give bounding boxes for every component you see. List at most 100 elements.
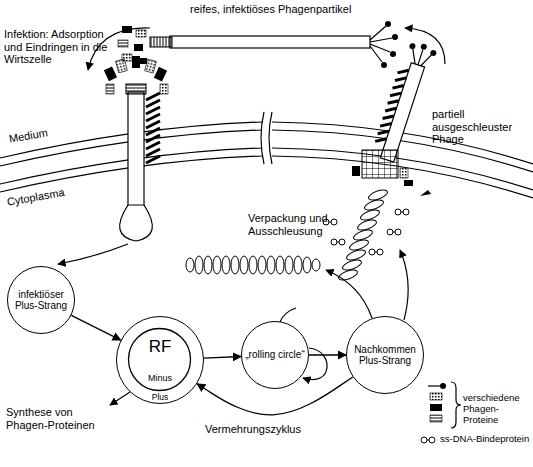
inner-membrane-line bbox=[272, 148, 533, 190]
coat-protein bbox=[352, 166, 360, 176]
coil-turn bbox=[267, 256, 275, 274]
coat-protein bbox=[145, 59, 157, 73]
annotation-label: Synthese von Phagen-Proteinen bbox=[6, 406, 116, 431]
knob-sample bbox=[440, 383, 446, 389]
dna-circle: RF MinusPlus bbox=[116, 316, 204, 404]
annotation-label: Medium bbox=[8, 123, 69, 146]
ssdna-binding-protein bbox=[387, 229, 401, 235]
coil-turn bbox=[213, 256, 221, 274]
ssdna-binding-protein bbox=[395, 209, 409, 215]
ssdna-binding-protein bbox=[369, 249, 383, 255]
inner-membrane-line bbox=[272, 156, 533, 198]
node-text: „rolling circle“ bbox=[242, 349, 307, 360]
coil-turn bbox=[258, 256, 266, 274]
mature-phage bbox=[118, 21, 398, 68]
ssdna-binding-protein bbox=[331, 239, 345, 245]
injection-arrow bbox=[58, 244, 128, 264]
flow-connector bbox=[309, 354, 346, 355]
protein-sample bbox=[430, 415, 442, 422]
coil-turn bbox=[222, 256, 230, 274]
coat-protein bbox=[134, 44, 143, 51]
coil-turn bbox=[186, 258, 194, 272]
flow-connector bbox=[71, 315, 120, 340]
coat-protein bbox=[154, 67, 167, 82]
coat-protein bbox=[106, 84, 114, 94]
dna-circle: Nachkommen Plus-Strang bbox=[346, 316, 424, 394]
ssdna-binding-sample bbox=[421, 437, 435, 443]
edge-label: Vermehrungszyklus bbox=[205, 423, 315, 436]
extruding-phage bbox=[371, 39, 438, 165]
coat-protein bbox=[136, 30, 146, 37]
phage-body bbox=[128, 92, 144, 210]
packaging-complex bbox=[337, 188, 389, 282]
legend-text: ss-DNA-Bindeprotein bbox=[440, 434, 533, 445]
legend-text: verschiedene Phagen-Proteine bbox=[463, 393, 533, 426]
displaced-strand bbox=[280, 308, 296, 322]
coil-turn bbox=[312, 259, 320, 271]
annotation-label: Cytoplasma bbox=[6, 182, 87, 208]
packaging-arrow bbox=[326, 270, 372, 318]
annotation-label: partiell ausgeschleuster Phage bbox=[432, 108, 532, 146]
inner-strand-ring bbox=[117, 317, 202, 402]
coil-turn bbox=[231, 256, 239, 274]
flow-connector bbox=[204, 356, 241, 358]
release-arrow bbox=[405, 28, 445, 64]
knob-sample bbox=[428, 385, 440, 386]
node-text: RF bbox=[117, 337, 203, 356]
dna-circle: infektiöser Plus-Strang bbox=[7, 266, 75, 334]
coil-turn bbox=[276, 256, 284, 274]
knob-protein bbox=[385, 21, 391, 27]
break-mark bbox=[269, 112, 272, 164]
coil-turn bbox=[285, 256, 293, 274]
coat-protein bbox=[404, 180, 413, 186]
node-text: infektiöser Plus-Strang bbox=[8, 289, 74, 311]
synthesis-arrow bbox=[110, 392, 130, 405]
coat-protein bbox=[104, 66, 117, 81]
protein-sample bbox=[430, 404, 442, 411]
coat-protein bbox=[118, 40, 128, 47]
phage-bulb bbox=[120, 205, 153, 241]
coil-turn bbox=[294, 256, 302, 274]
coat-hatching bbox=[146, 93, 160, 163]
coil-turn bbox=[337, 268, 359, 282]
break-mark bbox=[261, 112, 264, 164]
knob-protein bbox=[392, 34, 398, 40]
coat-protein bbox=[160, 84, 168, 94]
phage-end bbox=[150, 37, 172, 47]
annotation-label: reifes, infektiöses Phagenpartikel bbox=[190, 3, 400, 16]
coil-turn bbox=[303, 257, 311, 273]
dna-circle: „rolling circle“ bbox=[241, 321, 309, 389]
protein-sample bbox=[430, 393, 442, 400]
membrane-pore bbox=[362, 150, 398, 178]
coil-turn bbox=[240, 256, 248, 274]
knob-protein bbox=[390, 51, 396, 57]
coil-turn bbox=[204, 256, 212, 274]
annotation-label: Infektion: Adsorption und Eindringen in … bbox=[4, 28, 119, 66]
packaging-arrow bbox=[400, 250, 408, 320]
knob-protein bbox=[381, 62, 387, 68]
node-text: Plus bbox=[117, 393, 203, 403]
knob-protein bbox=[420, 43, 428, 51]
coat-protein bbox=[132, 56, 140, 68]
knob-protein bbox=[430, 49, 438, 57]
phage-cap bbox=[126, 84, 146, 94]
coat-protein bbox=[420, 190, 431, 196]
coil-turn bbox=[249, 256, 257, 274]
node-text: Minus bbox=[117, 373, 203, 383]
knob-stalk bbox=[408, 47, 432, 68]
knob-protein bbox=[409, 42, 417, 50]
coat-protein bbox=[400, 168, 408, 178]
flow-arrows bbox=[58, 28, 445, 405]
coil-turn bbox=[195, 256, 203, 274]
coat-hatching bbox=[375, 67, 409, 144]
nucleoprotein-complex bbox=[186, 256, 320, 274]
knob-stalk bbox=[370, 26, 392, 62]
legend-brace bbox=[451, 382, 461, 428]
flow-connector bbox=[197, 377, 353, 415]
coat-protein bbox=[116, 59, 128, 73]
phage-body bbox=[170, 36, 370, 48]
infecting-phage bbox=[104, 56, 168, 241]
